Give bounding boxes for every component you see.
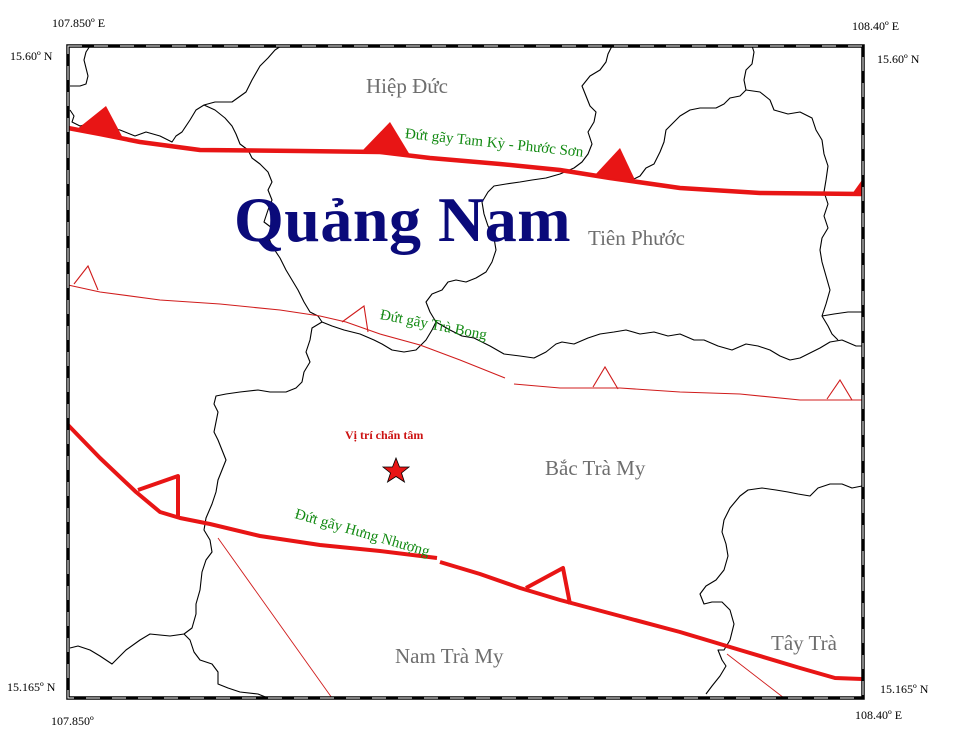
map-frame bbox=[66, 44, 865, 700]
district-boundaries bbox=[69, 45, 863, 699]
district-label-tien-phuoc: Tiên Phước bbox=[588, 226, 685, 250]
district-label-nam-tra-my: Nam Trà My bbox=[395, 644, 504, 668]
epicenter-star-icon bbox=[381, 456, 411, 483]
province-label: Quảng Nam bbox=[234, 184, 571, 255]
fault-tam-ky bbox=[67, 106, 863, 197]
coord-bottom-left-lat: 15.165º N bbox=[7, 680, 56, 694]
district-label-tay-tra: Tây Trà bbox=[771, 631, 837, 655]
fault-secondary bbox=[217, 537, 785, 699]
district-label-bac-tra-my: Bắc Trà My bbox=[545, 456, 646, 480]
district-label-hiep-duc: Hiệp Đức bbox=[366, 74, 448, 98]
coord-top-right-lon: 108.40º E bbox=[852, 19, 900, 33]
fault-tra-bong bbox=[67, 264, 862, 401]
coord-bottom-left-lon: 107.850º bbox=[51, 714, 94, 728]
fault-hung-nhuong bbox=[66, 423, 863, 681]
epicenter-label: Vị trí chấn tâm bbox=[345, 428, 424, 442]
coord-top-right-lat: 15.60º N bbox=[877, 52, 920, 66]
coord-top-left-lat: 15.60º N bbox=[10, 49, 53, 63]
coord-bottom-right-lat: 15.165º N bbox=[880, 682, 929, 696]
coord-bottom-right-lon: 108.40º E bbox=[855, 708, 903, 722]
coord-top-left-lon: 107.850º E bbox=[52, 16, 106, 30]
